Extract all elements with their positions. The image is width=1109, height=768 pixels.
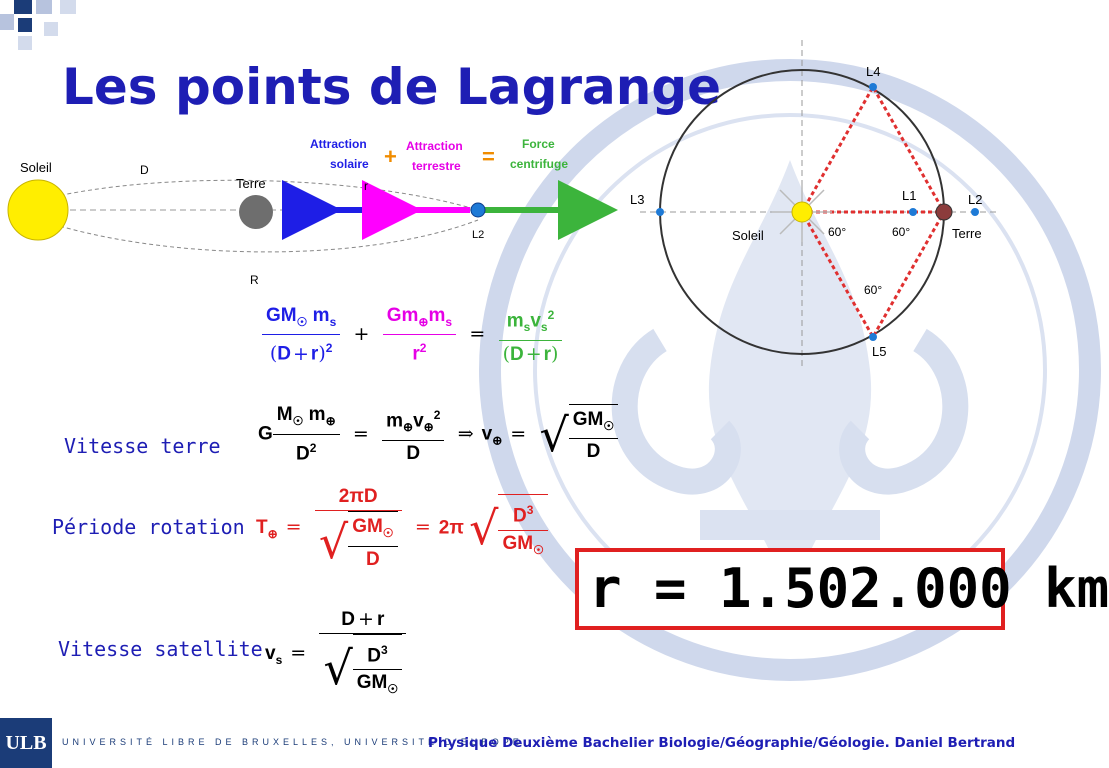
triangle-lower xyxy=(799,210,947,341)
angle-label-3: 60° xyxy=(864,283,882,297)
angle-label-2: 60° xyxy=(892,225,910,239)
force-centrifuge-line2: centrifuge xyxy=(510,157,568,171)
attraction-terrestre-line1: Attraction xyxy=(406,139,463,153)
l1-label: L1 xyxy=(902,188,916,203)
earth-disk xyxy=(239,195,273,229)
d-label: D xyxy=(140,163,149,177)
result-box: r = 1.502.000 km xyxy=(575,548,1109,630)
l4-label: L4 xyxy=(866,64,880,79)
lagrange-orbit-diagram: L4 L5 L3 L1 L2 Soleil Terre 60° 60° 60° xyxy=(630,40,1000,370)
terre-label: Terre xyxy=(952,226,982,241)
l5-label: L5 xyxy=(872,344,886,359)
equals-sign: = xyxy=(482,144,495,169)
slide-title: Les points de Lagrange xyxy=(62,58,722,116)
ulb-logo: ULB xyxy=(0,718,52,768)
force-centrifuge-line1: Force xyxy=(522,137,555,151)
result-text: r = 1.502.000 km xyxy=(589,557,1109,620)
vitesse-terre-label: Vitesse terre xyxy=(64,434,221,458)
corner-squares-decoration xyxy=(0,0,76,50)
vitesse-satellite-label: Vitesse satellite xyxy=(58,637,263,661)
course-footer: Physique Deuxième Bachelier Biologie/Géo… xyxy=(428,735,1016,751)
earth-label: Terre xyxy=(236,176,266,191)
angle-label-1: 60° xyxy=(828,225,846,239)
university-name: UNIVERSITÉ LIBRE DE BRUXELLES, UNIVERSIT… xyxy=(62,737,523,747)
l2-point xyxy=(470,202,486,218)
footer xyxy=(0,718,1024,768)
plus-sign: + xyxy=(384,144,397,169)
attraction-solaire-line2: solaire xyxy=(330,157,369,171)
orbit-earth xyxy=(935,203,953,221)
attraction-solaire-line1: Attraction xyxy=(310,137,367,151)
sun-disk xyxy=(7,179,69,241)
attraction-terrestre-line2: terrestre xyxy=(412,159,461,173)
r-label: r xyxy=(364,179,368,193)
triangle-upper xyxy=(799,83,947,214)
periode-rotation-label: Période rotation xyxy=(52,515,245,539)
soleil-label: Soleil xyxy=(732,228,764,243)
sun-label: Soleil xyxy=(20,160,52,175)
big-r-label: R xyxy=(250,273,259,287)
orbit-sun xyxy=(791,201,813,223)
l3-label: L3 xyxy=(630,192,644,207)
l2-small-label: L2 xyxy=(472,229,484,241)
l2-label: L2 xyxy=(968,192,982,207)
sun-earth-diagram: Soleil Terre D r R L2 Attraction solaire… xyxy=(7,137,618,287)
